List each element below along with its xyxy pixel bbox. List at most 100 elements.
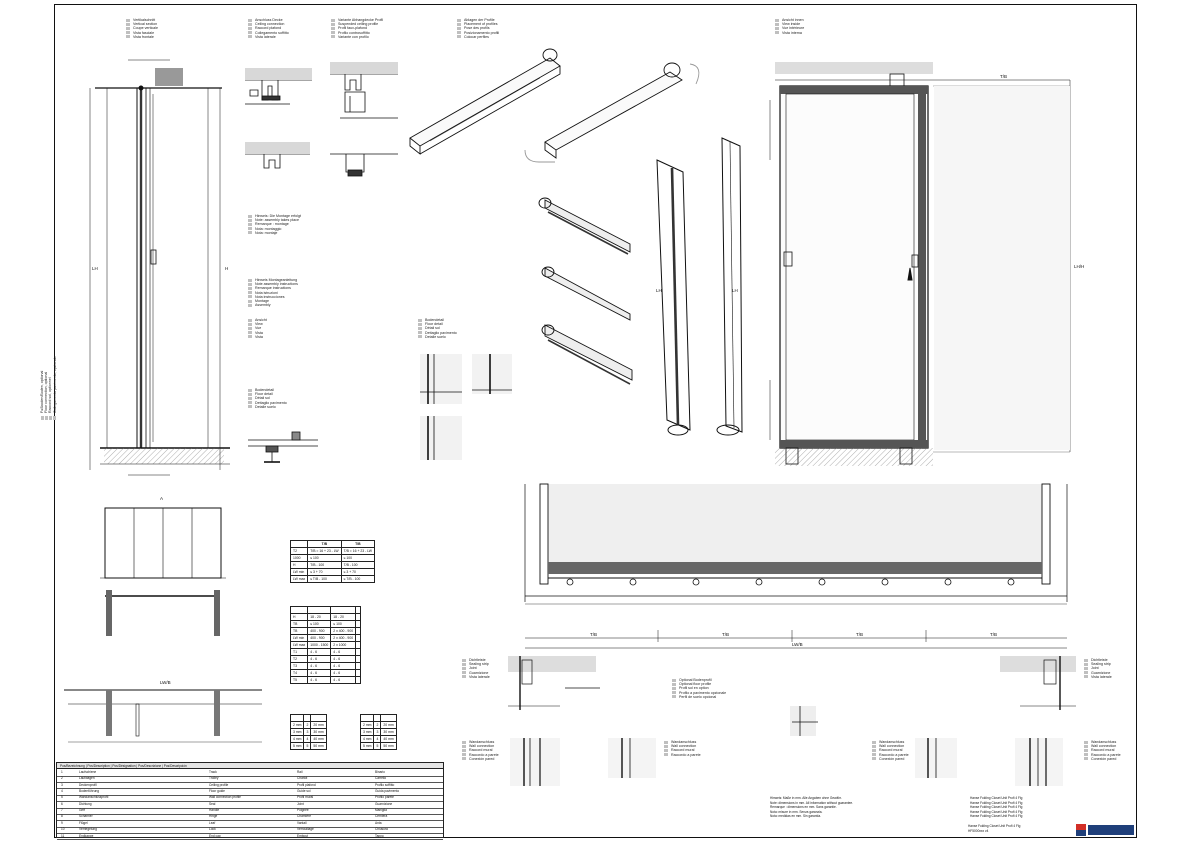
table-row: LW max≤ T/B - 100≤ T/B - 100 bbox=[289, 575, 376, 583]
label-line: Détail sol bbox=[418, 326, 457, 330]
label-line: Vista bbox=[248, 331, 267, 335]
label-line: Hinweis: Die Montage erfolgt bbox=[248, 214, 301, 218]
table-cell: LW max bbox=[289, 575, 309, 583]
label-line: Raccord mural bbox=[1084, 748, 1121, 752]
table-header bbox=[289, 606, 309, 614]
table-cell: 5 bbox=[303, 742, 312, 750]
table-cell: 400 - 900 bbox=[307, 627, 332, 635]
table-cell: T/B - 100 bbox=[340, 561, 376, 569]
table-cell: 18 - 20 bbox=[330, 613, 357, 621]
label-line: Coupe verticale bbox=[126, 26, 158, 30]
legend-cell: 8 bbox=[61, 814, 63, 819]
label-line: Dettaglio pavimento bbox=[248, 401, 287, 405]
notes-bottom: Hinweis: Maße in mm. Alle Angaben ohne G… bbox=[770, 796, 853, 819]
label-line: Nota: medidas en mm. Sin garantía. bbox=[770, 814, 822, 819]
label-line: Wandanschluss bbox=[1084, 740, 1121, 744]
table-cell: 40 mm bbox=[380, 735, 397, 743]
floor-details bbox=[248, 354, 1076, 786]
table-header bbox=[330, 606, 357, 614]
legend-cell: Maniglia bbox=[375, 808, 387, 813]
legend-header: Pos/Bezeichnung | Pos/Description | Pos/… bbox=[57, 763, 443, 769]
label-line: Nota: montaje bbox=[248, 231, 301, 235]
table-cell: 4 bbox=[373, 735, 382, 743]
table-cell bbox=[355, 627, 362, 635]
label-line: Nota: misure in mm. Senza garanzia. bbox=[770, 809, 823, 814]
table-cell: 5 bbox=[373, 742, 382, 750]
legend-cell: Carrello bbox=[375, 776, 387, 781]
legend-cell: Profilo soffitto bbox=[375, 782, 395, 787]
label-line: Vista laterale bbox=[1084, 675, 1112, 679]
dim-section-a: A bbox=[160, 496, 163, 501]
table-cell: 4 - 6 bbox=[307, 655, 332, 663]
table-cell: 400 - 900 bbox=[307, 634, 332, 642]
table-cell: 2 x 1000 bbox=[330, 641, 357, 649]
legend-cell: Trolley bbox=[209, 776, 219, 781]
table-cell: 40 mm bbox=[310, 735, 327, 743]
legend-cell: Embout bbox=[297, 833, 308, 838]
table-cell: 4 mm bbox=[289, 735, 305, 743]
table-cell: 4 bbox=[303, 735, 312, 743]
company-logo bbox=[1076, 824, 1134, 836]
legend-cell: Track bbox=[209, 770, 217, 774]
table-cell: 18 - 20 bbox=[307, 613, 332, 621]
legend-cell: Tappo bbox=[375, 833, 384, 838]
plan-roller bbox=[692, 578, 700, 586]
table-cell: 1000 bbox=[289, 554, 309, 562]
label-line: Vista laterale bbox=[248, 35, 289, 39]
label-line: Montage bbox=[248, 299, 298, 303]
legend-cell: Ceiling profile bbox=[209, 782, 229, 787]
table-cell: T4 bbox=[289, 669, 309, 677]
table-cell: 5 mm bbox=[289, 742, 305, 750]
label-line: Wall connection bbox=[872, 744, 909, 748]
label-line: Vista interna bbox=[775, 31, 804, 35]
vertical-posts bbox=[656, 137, 743, 436]
label-line: Colocar perfiles bbox=[457, 35, 499, 39]
dim-module-1: T/B bbox=[590, 632, 597, 637]
label-line: Suspended ceiling profile bbox=[331, 22, 383, 26]
legend-cell: Profil mural bbox=[297, 795, 314, 800]
table-cell: ≤ 3 + 70 bbox=[307, 568, 342, 576]
label-line: Hinweis Montageanleitung bbox=[248, 278, 298, 282]
table-cell: 4 - 6 bbox=[330, 655, 357, 663]
sheet-frame bbox=[54, 4, 1137, 838]
table-cell bbox=[355, 648, 362, 656]
label-line: Sealing strip bbox=[462, 662, 490, 666]
legend-cell: Chiusura bbox=[375, 827, 388, 832]
label-line: Conexión pared bbox=[872, 757, 909, 761]
label-line: Wall connection bbox=[664, 744, 701, 748]
table-cell: T2 bbox=[289, 655, 309, 663]
table-cell bbox=[355, 662, 362, 670]
table-cell: 3 mm bbox=[289, 728, 305, 736]
legend-cell: Leaf bbox=[209, 820, 216, 825]
table-cell: 4 - 6 bbox=[307, 669, 332, 677]
legend-cell: 5 bbox=[61, 795, 63, 800]
table-cell: ≤ 100 bbox=[340, 554, 376, 562]
label-line: Vista fasciale bbox=[126, 31, 158, 35]
table-cell: 2 mm bbox=[289, 721, 305, 729]
legend-cell: 7 bbox=[61, 808, 63, 813]
legend-cell: Cerniera bbox=[375, 814, 388, 819]
plan-roller bbox=[881, 578, 889, 586]
label-line: Floor detail bbox=[418, 322, 457, 326]
table-cell bbox=[355, 634, 362, 642]
table-cell: 4 - 6 bbox=[330, 669, 357, 677]
table-cell: LW min bbox=[289, 568, 309, 576]
label-line: Ansicht innen bbox=[775, 18, 804, 22]
